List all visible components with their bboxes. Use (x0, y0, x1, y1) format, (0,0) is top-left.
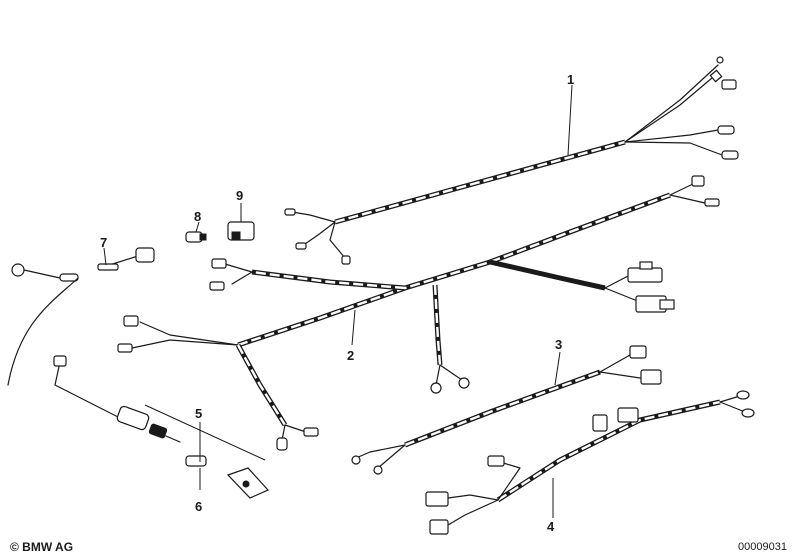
harness-4: 4 (425, 390, 755, 535)
callout-4: 4 (547, 519, 555, 534)
drawing-number: 00009031 (738, 541, 787, 553)
callout-5: 5 (195, 406, 202, 421)
callout-8: 8 (194, 209, 201, 224)
callout-9: 9 (236, 188, 243, 203)
copyright-label: © BMW AG (10, 540, 74, 554)
callout-3: 3 (555, 337, 562, 352)
callout-6: 6 (195, 499, 202, 514)
harness-1: 1 (284, 56, 739, 265)
part-8-bulb-socket: 8 (185, 209, 207, 243)
callout-2: 2 (347, 348, 354, 363)
callout-7: 7 (100, 235, 107, 250)
callout-1: 1 (567, 72, 574, 87)
part-9-relay: 9 (227, 188, 255, 241)
harness-2: 2 (117, 175, 720, 451)
part-7-cable: 7 (7, 235, 155, 386)
harness-3: 3 (351, 337, 662, 475)
parts-5-6: 5 6 (53, 355, 270, 514)
